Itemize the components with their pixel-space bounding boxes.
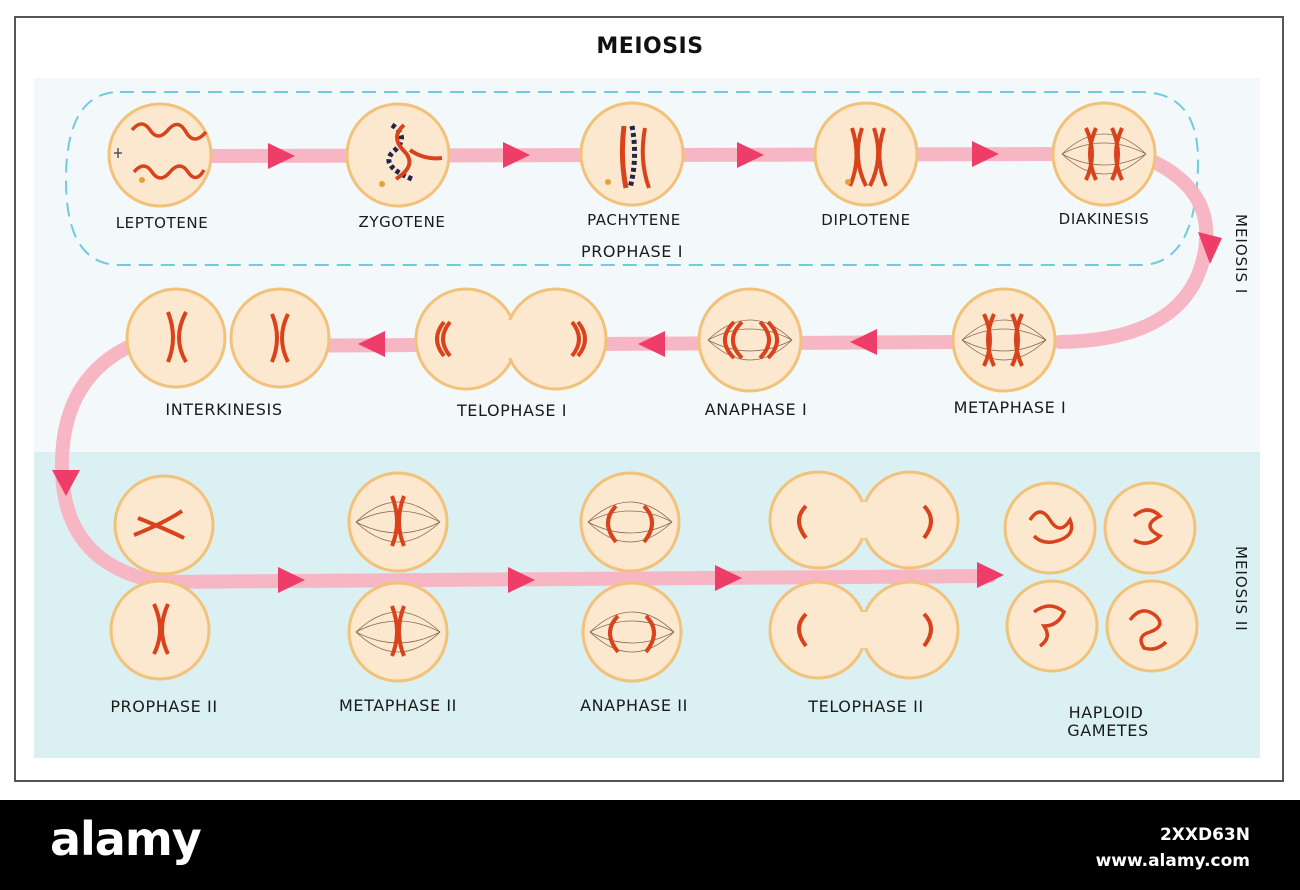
label-metaphase-two: METAPHASE II: [338, 696, 458, 715]
label-meiosis-two: MEIOSIS II: [1232, 546, 1250, 632]
label-zygotene: ZYGOTENE: [358, 213, 446, 231]
label-anaphase-one: ANAPHASE I: [704, 400, 808, 419]
arrow-head: [850, 329, 877, 355]
arrow-head: [52, 470, 80, 496]
meiosis-diagram: [52, 91, 1222, 683]
label-diakinesis: DIAKINESIS: [1058, 210, 1150, 228]
prophase-one-boundary: [64, 91, 1200, 266]
cell-interkinesis-b: [229, 287, 331, 389]
track-row-three: [143, 569, 997, 589]
cell-prophase-two-a: [113, 474, 215, 576]
label-prophase-two: PROPHASE II: [110, 697, 218, 716]
cell-diplotene: [813, 101, 919, 207]
track-turn-right: [1053, 153, 1214, 349]
label-diplotene: DIPLOTENE: [821, 211, 911, 229]
image-credit: 2XXD63N www.alamy.com: [1096, 822, 1250, 874]
arrow-head: [737, 142, 764, 168]
arrow-head: [268, 143, 295, 169]
cell-telophase-one: [414, 287, 608, 391]
label-metaphase-one: METAPHASE I: [953, 398, 1067, 417]
arrow-head: [638, 331, 665, 357]
gamete-cell: [1103, 481, 1197, 575]
label-gametes: GAMETES: [1067, 721, 1149, 740]
arrow-heads: [52, 141, 1222, 593]
label-prophase-one: PROPHASE I: [580, 242, 684, 261]
cell-diakinesis: [1051, 101, 1157, 207]
cell-anaphase-two-b: [581, 581, 683, 683]
footer-bar: [0, 800, 1300, 890]
label-telophase-one: TELOPHASE I: [456, 401, 568, 420]
arrow-head: [358, 331, 385, 357]
cell-metaphase-two-a: [347, 471, 449, 573]
cell-interkinesis-a: [125, 287, 227, 389]
diagram-title: MEIOSIS: [596, 34, 704, 59]
gamete-cell: [1003, 481, 1097, 575]
label-interkinesis: INTERKINESIS: [165, 400, 283, 419]
cell-anaphase-two-a: [579, 471, 681, 573]
gamete-cell: [1005, 579, 1099, 673]
arrow-head: [278, 567, 305, 593]
label-anaphase-two: ANAPHASE II: [580, 696, 688, 715]
cell-telophase-two-b: [768, 580, 960, 680]
arrow-head: [1198, 232, 1222, 264]
arrow-head: [503, 142, 530, 168]
cell-pachytene: [579, 101, 685, 207]
cell-telophase-two-a: [768, 470, 960, 570]
label-pachytene: PACHYTENE: [587, 211, 681, 229]
label-leptotene: LEPTOTENE: [115, 214, 209, 232]
cell-leptotene: [107, 102, 213, 208]
cell-prophase-two-b: [109, 579, 211, 681]
cell-metaphase-one: [951, 287, 1057, 393]
brand-logo: alamy: [50, 812, 202, 866]
label-meiosis-one: MEIOSIS I: [1232, 214, 1250, 295]
image-id: 2XXD63N: [1159, 825, 1250, 845]
gamete-cell: [1105, 579, 1199, 673]
cell-metaphase-two-b: [347, 581, 449, 683]
cell-zygotene: [345, 102, 451, 208]
arrow-head: [508, 567, 535, 593]
arrow-head: [972, 141, 999, 167]
label-haploid: HAPLOID: [1068, 703, 1144, 722]
cell-anaphase-one: [697, 287, 803, 393]
label-telophase-two: TELOPHASE II: [808, 697, 924, 716]
arrow-head: [977, 562, 1004, 588]
site-url: www.alamy.com: [1095, 851, 1250, 871]
arrow-head: [715, 565, 742, 591]
